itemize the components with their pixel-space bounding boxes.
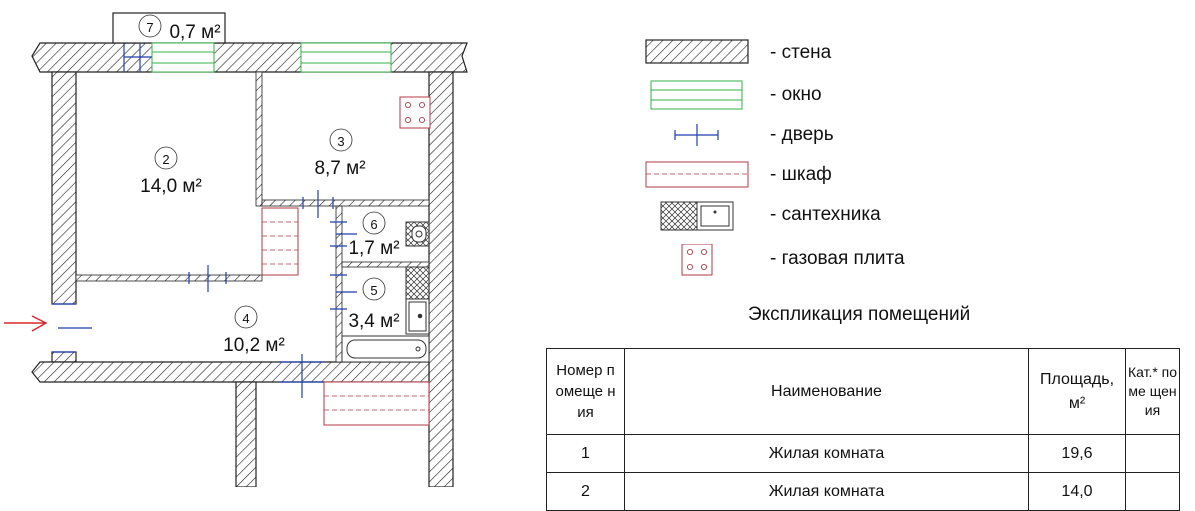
row-number: 2 xyxy=(546,472,625,511)
header-number-text: Номер помеще ния xyxy=(555,362,616,421)
header-area-text: Площадь, м² xyxy=(1039,370,1115,412)
legend-door-label: - дверь xyxy=(770,124,834,145)
room-5-area: 3,4 м² xyxy=(348,311,399,332)
stove-swatch-icon xyxy=(681,244,713,276)
table-row: 2 Жилая комната 14,0 xyxy=(546,472,1180,511)
doors xyxy=(52,43,357,398)
window-swatch-icon xyxy=(650,80,743,110)
row-area: 19,6 xyxy=(1028,434,1126,473)
legend-window-label: - окно xyxy=(770,84,822,105)
room-3-number: 3 xyxy=(337,134,344,149)
legend-closet-label: - шкаф xyxy=(770,164,832,185)
walls xyxy=(31,42,468,487)
room-6-number: 6 xyxy=(370,217,377,232)
row-number: 1 xyxy=(546,434,625,473)
room-6-label: 6 1,7 м² xyxy=(348,211,400,259)
room-4-number: 4 xyxy=(242,311,249,326)
entrance-arrow xyxy=(4,315,48,332)
closets xyxy=(261,207,430,426)
room-5-number: 5 xyxy=(370,283,377,298)
floor-plan: 2 14,0 м² 3 8,7 м² 4 10,2 м² 5 3,4 м² 6 … xyxy=(4,12,468,487)
room-4-area: 10,2 м² xyxy=(223,335,285,356)
row-category xyxy=(1125,472,1180,511)
closet-swatch-icon xyxy=(645,161,749,188)
plumbing xyxy=(341,221,430,363)
room-labels: 2 14,0 м² 3 8,7 м² 4 10,2 м² 5 3,4 м² 6 … xyxy=(138,14,400,356)
room-2-area: 14,0 м² xyxy=(140,176,202,197)
door-swatch-icon xyxy=(674,124,719,146)
room-6-area: 1,7 м² xyxy=(348,238,399,259)
explication-title: Экспликация помещений xyxy=(748,304,971,325)
room-3-label: 3 8,7 м² xyxy=(314,128,366,179)
legend-stove-label: - газовая плита xyxy=(770,248,905,269)
room-7-label: 7 0,7 м² xyxy=(138,14,221,43)
room-4-label: 4 10,2 м² xyxy=(223,305,285,356)
header-area: Площадь, м² xyxy=(1028,348,1126,435)
gas-stove xyxy=(399,96,431,129)
header-category: Кат.* поме щения xyxy=(1125,348,1180,435)
room-2-number: 2 xyxy=(162,152,169,167)
table-row: 1 Жилая комната 19,6 xyxy=(546,434,1180,473)
room-2-label: 2 14,0 м² xyxy=(140,146,202,197)
windows xyxy=(151,42,392,73)
room-7-area: 0,7 м² xyxy=(169,22,220,43)
wall-swatch-icon xyxy=(645,39,749,64)
room-3-area: 8,7 м² xyxy=(314,158,365,179)
header-category-text: Кат.* поме щения xyxy=(1127,364,1178,418)
header-name: Наименование xyxy=(624,348,1029,435)
row-area: 14,0 xyxy=(1028,472,1126,511)
row-name: Жилая комната xyxy=(624,434,1029,473)
plumbing-swatch-icon xyxy=(660,201,734,231)
row-name: Жилая комната xyxy=(624,472,1029,511)
header-number: Номер помеще ния xyxy=(546,348,625,435)
legend-plumbing-label: - сантехника xyxy=(770,204,881,225)
room-5-label: 5 3,4 м² xyxy=(348,277,400,332)
explication-header-row: Номер помеще ния Наименование Площадь, м… xyxy=(546,348,1180,435)
row-category xyxy=(1125,434,1180,473)
legend-wall-label: - стена xyxy=(770,42,832,63)
room-7-number: 7 xyxy=(146,20,153,35)
